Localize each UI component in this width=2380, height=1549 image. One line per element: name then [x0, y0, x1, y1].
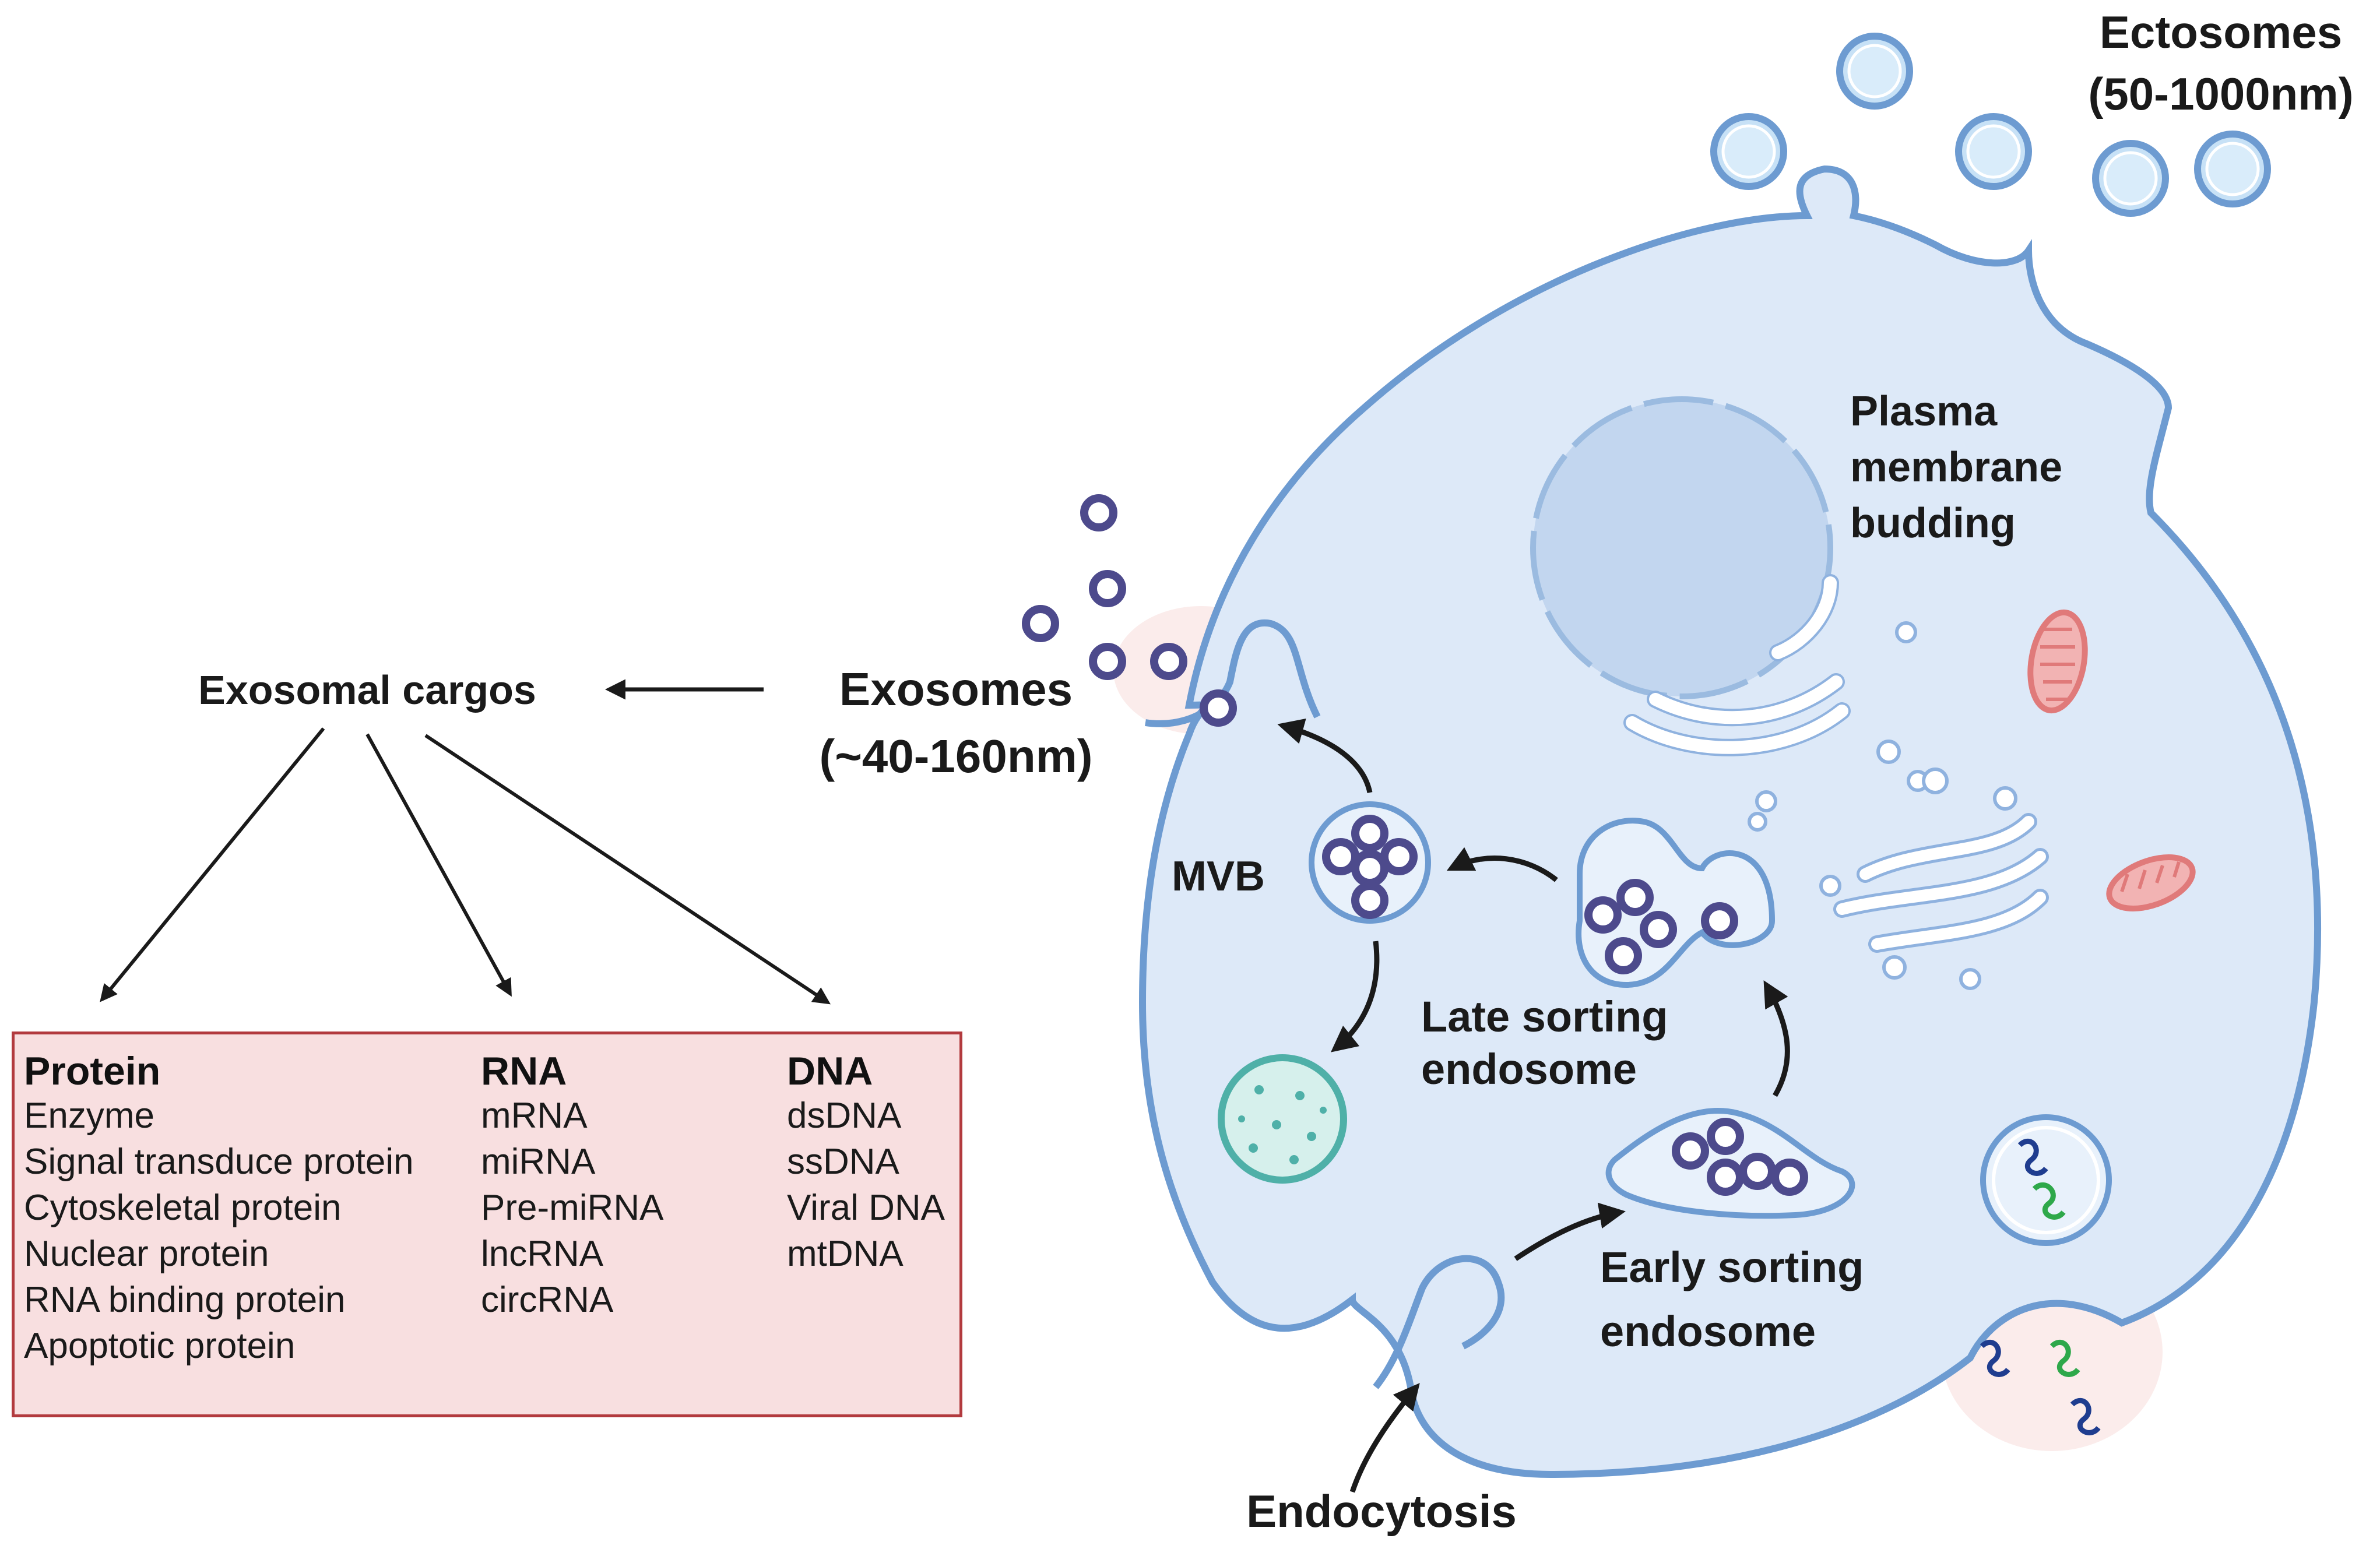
early-sorting-endosome-label-2: endosome — [1600, 1307, 1816, 1356]
early-sorting-endosome-label-1: Early sorting — [1600, 1243, 1864, 1291]
protein-item: RNA binding protein — [24, 1280, 346, 1320]
protein-item: Nuclear protein — [24, 1234, 269, 1274]
exosome — [1154, 647, 1183, 676]
dna-item: dsDNA — [787, 1096, 902, 1136]
golgi-apparatus — [1623, 574, 1851, 756]
rna-item: lncRNA — [481, 1234, 604, 1274]
rna-title: RNA — [481, 1049, 567, 1093]
arrow-to-early-endosome — [1514, 1202, 1626, 1261]
exosome — [1093, 647, 1122, 676]
exosomes-size-label: (~40-160nm) — [819, 730, 1092, 782]
released-dna — [2070, 1397, 2101, 1435]
rna-item: miRNA — [481, 1142, 596, 1182]
ectosome — [2198, 134, 2267, 204]
dna-item: Viral DNA — [787, 1188, 945, 1228]
late-sorting-endosome-label-1: Late sorting — [1421, 992, 1668, 1041]
arrow-to-lysosome — [1330, 941, 1380, 1052]
mvb — [1309, 801, 1431, 924]
nucleus — [1530, 396, 1833, 699]
rna-item: Pre-miRNA — [481, 1188, 664, 1228]
endocytosis-pit — [1373, 1255, 1505, 1389]
ectosomes-size-label: (50-1000nm) — [2088, 68, 2353, 119]
plasma-membrane-budding-label-2: membrane — [1850, 444, 2062, 491]
rna-item: mRNA — [481, 1096, 588, 1136]
arrow-to-rna — [365, 733, 512, 997]
ectosome — [1840, 36, 1910, 106]
mvb-label: MVB — [1172, 853, 1265, 900]
arrow-to-mvb — [1446, 847, 1558, 882]
protein-item: Enzyme — [24, 1096, 154, 1136]
ectosome — [1959, 117, 2029, 186]
lysosome — [1218, 1054, 1347, 1184]
golgi-apparatus-2 — [1833, 813, 2049, 953]
protein-title: Protein — [24, 1049, 161, 1093]
dna-title: DNA — [787, 1049, 873, 1093]
arrow-to-late-endosome — [1763, 980, 1790, 1097]
ectosomes-label: Ectosomes — [2100, 6, 2342, 58]
late-sorting-endosome-label-2: endosome — [1421, 1045, 1637, 1093]
ectosome — [2096, 143, 2165, 213]
arrow-to-dna — [424, 734, 831, 1005]
protein-item: Apoptotic protein — [24, 1326, 296, 1366]
plasma-membrane-budding-label-1: Plasma — [1850, 388, 1998, 435]
ectosome — [1714, 117, 1784, 186]
released-dna — [1980, 1339, 2010, 1377]
exosome — [1093, 574, 1122, 603]
nucleic-acid-vesicle — [1980, 1114, 2112, 1246]
rna-column: RNA mRNA miRNA Pre-miRNA lncRNA circRNA — [481, 1050, 663, 1323]
golgi-vesicles — [1748, 621, 1929, 832]
mitochondrion — [2027, 609, 2088, 714]
rna-item: circRNA — [481, 1280, 614, 1320]
exosomes-label: Exosomes — [839, 663, 1073, 715]
arrow-to-exocytosis — [1277, 718, 1373, 793]
dna-column: DNA dsDNA ssDNA Viral DNA mtDNA — [787, 1050, 945, 1277]
protein-item: Cytoskeletal protein — [24, 1188, 342, 1228]
released-dna — [2049, 1339, 2080, 1377]
early-sorting-endosome — [1605, 1108, 1855, 1219]
exosome — [1084, 498, 1113, 527]
dna-item: mtDNA — [787, 1234, 904, 1274]
endocytosis-label: Endocytosis — [1246, 1485, 1517, 1537]
protein-item: Signal transduce protein — [24, 1142, 414, 1182]
exocytosis-pit — [1145, 619, 1321, 727]
arrow-to-protein — [100, 727, 325, 1002]
exosome — [1204, 693, 1233, 723]
late-sorting-endosome — [1576, 818, 1776, 988]
mitochondrion — [2106, 854, 2196, 911]
plasma-membrane-budding-label-3: budding — [1850, 500, 2016, 547]
dna-item: ssDNA — [787, 1142, 899, 1182]
exosome — [1026, 609, 1055, 638]
protein-column: Protein Enzyme Signal transduce protein … — [24, 1050, 414, 1369]
exosomal-cargo-box: Protein Enzyme Signal transduce protein … — [12, 1032, 962, 1417]
exosomal-cargos-label: Exosomal cargos — [198, 667, 536, 713]
golgi-vesicles-2 — [1819, 768, 2017, 990]
arrow-endocytosis-in — [1349, 1383, 1420, 1493]
